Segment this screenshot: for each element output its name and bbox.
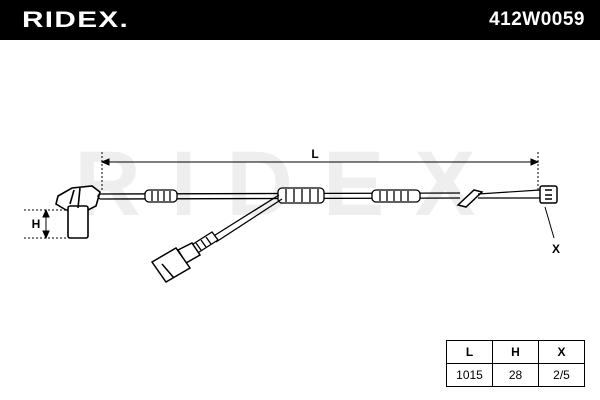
cable-clip: [456, 189, 484, 208]
cable-junction-sleeve: [277, 187, 325, 204]
sensor-head: [55, 185, 101, 239]
height-dimension: [24, 208, 68, 240]
spec-table-header-row: L H X: [446, 340, 585, 364]
watermark-text: RIDEX: [74, 133, 505, 235]
spec-table: L H X 1015 28 2/5: [446, 340, 585, 387]
length-label: L: [311, 147, 318, 161]
height-label: H: [32, 217, 41, 231]
spec-header-x: X: [538, 340, 585, 364]
brand-logo: RIDEX.: [22, 7, 130, 32]
spec-header-l: L: [446, 340, 493, 364]
spec-table-value-row: 1015 28 2/5: [446, 363, 585, 387]
cable-grommet: [371, 189, 421, 203]
end-connector: [539, 185, 558, 204]
length-dimension: [100, 152, 540, 190]
spec-header-h: H: [492, 340, 539, 364]
branch-connector: [150, 242, 202, 283]
x-label: X: [552, 242, 560, 256]
x-callout: [544, 206, 555, 239]
spec-value-x: 2/5: [538, 363, 585, 387]
header-bar: RIDEX. 412W0059: [0, 0, 600, 40]
part-number: 412W0059: [489, 9, 585, 30]
cable-grommet: [144, 189, 178, 203]
sensor-cable-drawing: RIDEX L H: [24, 133, 560, 283]
spec-value-h: 28: [492, 363, 539, 387]
tail-wires: [477, 189, 541, 199]
branch-cable: [211, 194, 283, 243]
spec-value-l: 1015: [446, 363, 493, 387]
